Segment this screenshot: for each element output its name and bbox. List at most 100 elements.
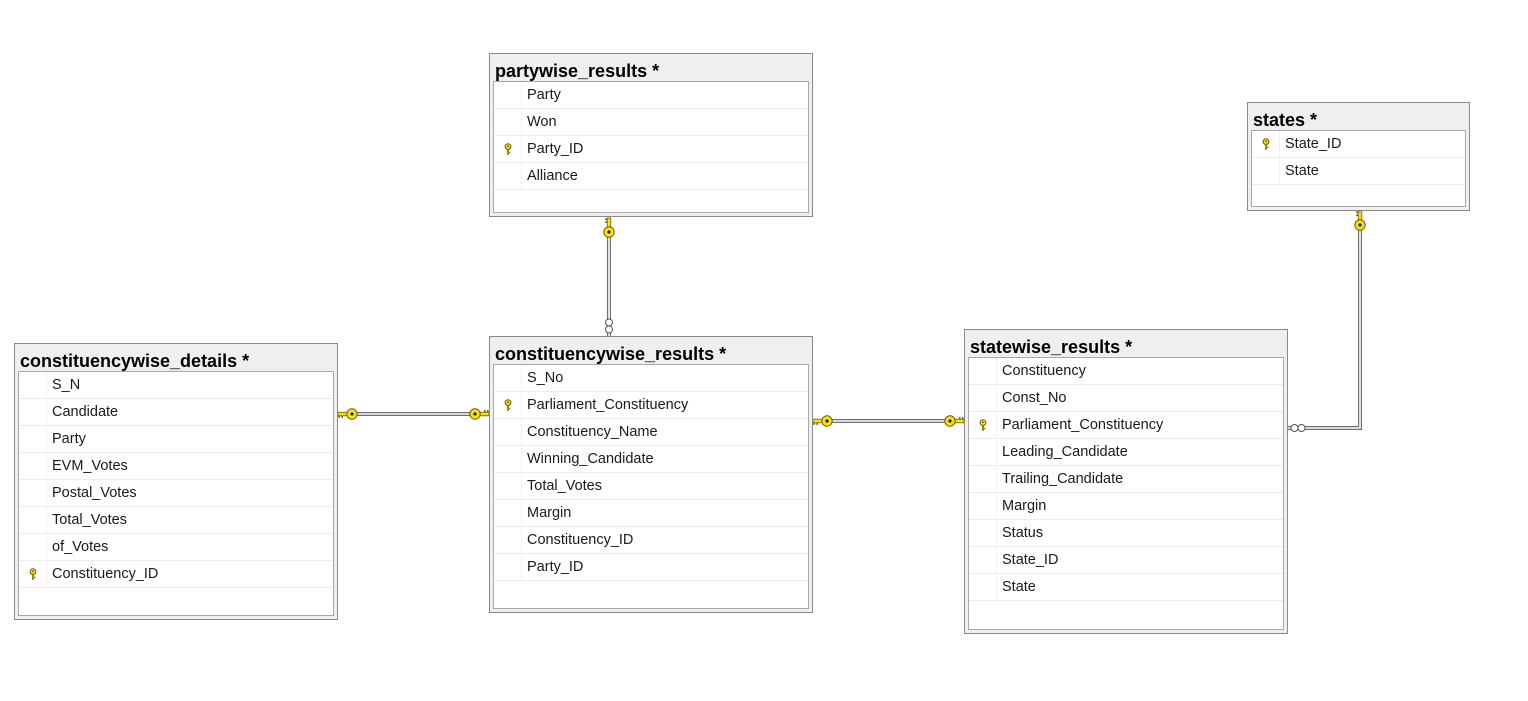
column-row[interactable]: Won [494, 109, 808, 136]
row-selector[interactable] [19, 534, 47, 560]
column-row[interactable]: Total_Votes [19, 507, 333, 534]
row-selector[interactable] [494, 163, 522, 189]
column-row[interactable]: Postal_Votes [19, 480, 333, 507]
row-selector[interactable] [19, 372, 47, 398]
row-selector[interactable] [494, 109, 522, 135]
row-selector[interactable] [494, 136, 522, 162]
column-name: Winning_Candidate [527, 451, 654, 467]
relationship-line[interactable] [337, 408, 490, 420]
column-row[interactable]: Constituency_ID [19, 561, 333, 588]
column-name: Won [527, 114, 557, 130]
column-row[interactable]: Party [19, 426, 333, 453]
row-selector[interactable] [19, 561, 47, 587]
row-selector[interactable] [494, 500, 522, 526]
row-selector[interactable] [494, 554, 522, 580]
column-name: State [1285, 163, 1319, 179]
row-selector[interactable] [494, 82, 522, 108]
column-row[interactable]: Constituency [969, 358, 1283, 385]
row-selector[interactable] [19, 453, 47, 479]
column-name: Party_ID [527, 559, 584, 575]
column-row[interactable]: Leading_Candidate [969, 439, 1283, 466]
table-title: partywise_results * [495, 61, 660, 81]
column-name: Margin [527, 505, 572, 521]
row-selector[interactable] [969, 412, 997, 438]
row-selector[interactable] [969, 385, 997, 411]
column-name: State_ID [1002, 552, 1059, 568]
column-row[interactable]: Parliament_Constituency [969, 412, 1283, 439]
row-selector[interactable] [494, 527, 522, 553]
column-row[interactable]: Candidate [19, 399, 333, 426]
column-row[interactable]: State [1252, 158, 1465, 185]
column-row[interactable]: Status [969, 520, 1283, 547]
column-row[interactable]: Alliance [494, 163, 808, 190]
column-row[interactable]: Margin [494, 500, 808, 527]
row-selector[interactable] [969, 439, 997, 465]
row-selector[interactable] [1252, 131, 1280, 157]
column-grid: State_ID State [1251, 130, 1466, 207]
column-row[interactable]: Margin [969, 493, 1283, 520]
row-selector[interactable] [19, 480, 47, 506]
column-row[interactable]: Const_No [969, 385, 1283, 412]
key-endpoint-icon [337, 408, 358, 420]
row-selector[interactable] [969, 358, 997, 384]
column-row[interactable]: EVM_Votes [19, 453, 333, 480]
row-selector[interactable] [969, 574, 997, 600]
table-states[interactable]: states * State_ID State [1247, 102, 1470, 211]
row-selector[interactable] [494, 419, 522, 445]
column-name: Trailing_Candidate [1002, 471, 1124, 487]
row-selector[interactable] [494, 392, 522, 418]
key-endpoint-icon [469, 408, 490, 420]
table-title: states * [1253, 110, 1318, 130]
column-row[interactable]: S_N [19, 372, 333, 399]
column-name: EVM_Votes [52, 458, 128, 474]
column-row[interactable]: State [969, 574, 1283, 601]
row-selector[interactable] [19, 507, 47, 533]
column-name: of_Votes [52, 539, 109, 555]
column-row[interactable]: Party_ID [494, 136, 808, 163]
row-selector[interactable] [969, 520, 997, 546]
row-selector[interactable] [494, 446, 522, 472]
column-name: Parliament_Constituency [1002, 417, 1164, 433]
column-row[interactable]: Parliament_Constituency [494, 392, 808, 419]
relationship-line[interactable] [812, 415, 965, 427]
row-selector[interactable] [19, 399, 47, 425]
column-row[interactable]: of_Votes [19, 534, 333, 561]
table-title: statewise_results * [970, 337, 1133, 357]
primary-key-icon [977, 419, 989, 431]
primary-key-icon [1260, 138, 1272, 150]
row-selector[interactable] [494, 365, 522, 391]
column-name: Total_Votes [527, 478, 602, 494]
row-selector[interactable] [969, 466, 997, 492]
key-endpoint-icon [1354, 210, 1366, 231]
column-row[interactable]: Constituency_ID [494, 527, 808, 554]
row-selector[interactable] [494, 473, 522, 499]
column-row[interactable]: S_No [494, 365, 808, 392]
relationship-line[interactable] [1288, 210, 1366, 432]
many-endpoint-icon [1290, 424, 1306, 432]
column-row[interactable]: State_ID [1252, 131, 1465, 158]
column-row[interactable]: Total_Votes [494, 473, 808, 500]
row-selector[interactable] [969, 493, 997, 519]
row-selector[interactable] [1252, 158, 1280, 184]
column-row[interactable]: Trailing_Candidate [969, 466, 1283, 493]
row-selector[interactable] [19, 426, 47, 452]
column-name: State [1002, 579, 1036, 595]
column-row[interactable]: Constituency_Name [494, 419, 808, 446]
column-name: Postal_Votes [52, 485, 137, 501]
column-row[interactable]: Party [494, 82, 808, 109]
row-selector[interactable] [969, 547, 997, 573]
column-row[interactable]: Winning_Candidate [494, 446, 808, 473]
column-name: Const_No [1002, 390, 1067, 406]
relationship-line[interactable] [603, 217, 615, 336]
column-row[interactable]: Party_ID [494, 554, 808, 581]
table-title: constituencywise_results * [495, 344, 727, 364]
column-row[interactable]: State_ID [969, 547, 1283, 574]
